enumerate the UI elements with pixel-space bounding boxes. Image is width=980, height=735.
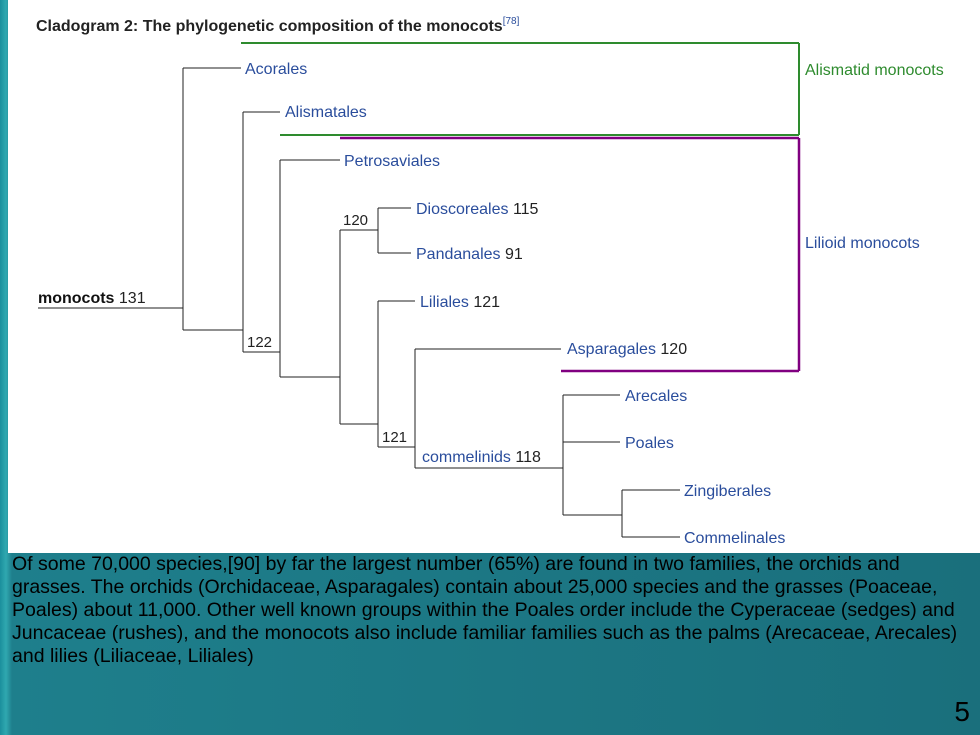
slide-number: 5 <box>954 696 970 727</box>
cladogram-diagram: Cladogram 2: The phylogenetic compositio… <box>36 16 944 547</box>
taxon-pandanales[interactable]: Pandanales 91 <box>416 246 523 263</box>
caption-text: Of some 70,000 species,[90] by far the l… <box>12 553 958 667</box>
taxon-alismatales[interactable]: Alismatales <box>285 104 367 121</box>
node-number-121: 121 <box>382 429 407 446</box>
taxon-zingiberales[interactable]: Zingiberales <box>684 483 771 500</box>
taxon-asparagales[interactable]: Asparagales 120 <box>567 341 687 358</box>
cladogram-title: Cladogram 2: The phylogenetic compositio… <box>36 16 520 35</box>
taxon-acorales[interactable]: Acorales <box>245 61 307 78</box>
alismatid-bracket <box>241 42 800 136</box>
lilioid-bracket <box>340 136 801 373</box>
group-label-alismatid: Alismatid monocots <box>805 62 944 79</box>
taxon-dioscoreales[interactable]: Dioscoreales 115 <box>416 201 539 218</box>
taxon-liliales[interactable]: Liliales 121 <box>420 294 500 311</box>
taxon-commelinids[interactable]: commelinids 118 <box>422 449 541 466</box>
taxon-arecales[interactable]: Arecales <box>625 388 687 405</box>
node-number-120: 120 <box>343 212 368 229</box>
root-label: monocots 131 <box>38 290 146 307</box>
tree-branches <box>38 67 680 538</box>
taxon-poales[interactable]: Poales <box>625 435 674 452</box>
cladogram-panel: Cladogram 2: The phylogenetic compositio… <box>8 0 980 553</box>
taxon-petrosaviales[interactable]: Petrosaviales <box>344 153 440 170</box>
taxon-commelinales[interactable]: Commelinales <box>684 530 785 547</box>
group-label-lilioid: Lilioid monocots <box>805 235 920 252</box>
citation-link[interactable]: [78] <box>503 16 520 27</box>
node-number-122: 122 <box>247 334 272 351</box>
